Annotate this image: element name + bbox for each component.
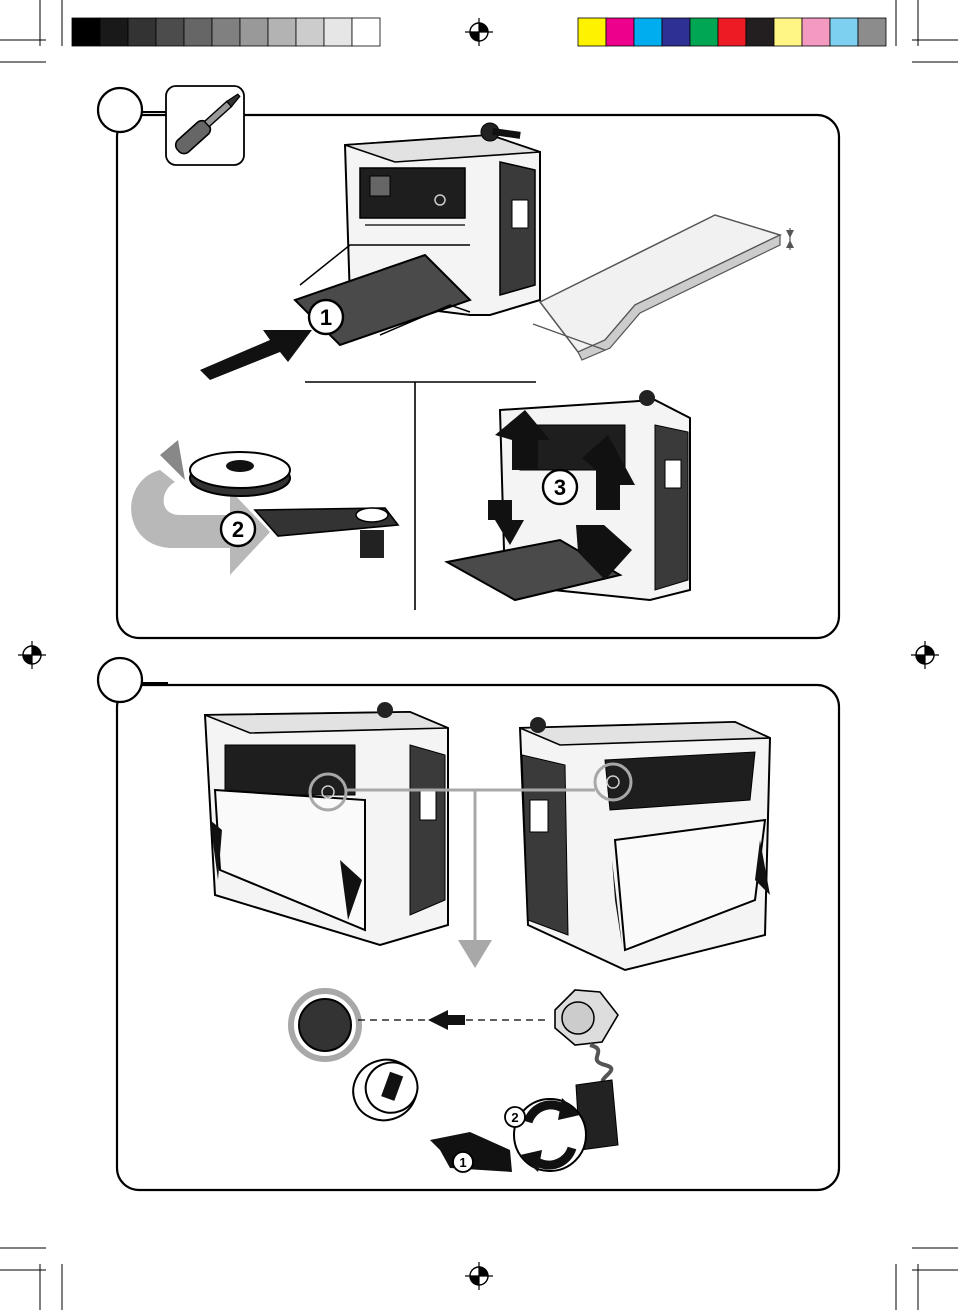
height-adjust-crank xyxy=(131,440,398,575)
step-2-label: 2 xyxy=(232,517,244,542)
process-color-bar xyxy=(578,18,886,46)
color-swatch xyxy=(830,18,858,46)
grayscale-color-bar xyxy=(72,18,380,46)
planer-back-view xyxy=(520,717,770,970)
color-swatch xyxy=(662,18,690,46)
screwdriver-icon xyxy=(166,86,244,165)
gray-swatch xyxy=(156,18,184,46)
color-swatch xyxy=(718,18,746,46)
color-swatch xyxy=(858,18,886,46)
registration-target-icon xyxy=(18,641,46,669)
gray-swatch xyxy=(128,18,156,46)
wood-board-illustration xyxy=(533,215,794,360)
feed-direction-arrow xyxy=(200,330,312,380)
figure-number-circle xyxy=(98,658,142,702)
color-swatch xyxy=(634,18,662,46)
registration-target-icon xyxy=(465,18,493,46)
color-swatch xyxy=(578,18,606,46)
panel-a: 1 2 xyxy=(98,86,839,638)
gray-swatch xyxy=(240,18,268,46)
color-swatch xyxy=(746,18,774,46)
removal-arrow xyxy=(428,1010,465,1030)
color-swatch xyxy=(802,18,830,46)
color-swatch xyxy=(774,18,802,46)
gray-swatch xyxy=(296,18,324,46)
gray-swatch xyxy=(268,18,296,46)
registration-target-icon xyxy=(465,1262,493,1290)
gray-swatch xyxy=(212,18,240,46)
panel-b: 2 1 xyxy=(98,658,839,1190)
gray-swatch xyxy=(184,18,212,46)
brush-cap-icon xyxy=(291,991,426,1129)
registration-target-icon xyxy=(911,641,939,669)
color-swatch xyxy=(606,18,634,46)
color-swatch xyxy=(690,18,718,46)
figure-number-circle xyxy=(98,88,142,132)
step-3-label: 3 xyxy=(554,475,566,500)
gray-swatch xyxy=(72,18,100,46)
step-1-label: 1 xyxy=(459,1155,466,1170)
gray-swatch xyxy=(352,18,380,46)
down-arrow xyxy=(458,940,492,968)
gray-swatch xyxy=(100,18,128,46)
step-2-label: 2 xyxy=(511,1110,518,1125)
gray-swatch xyxy=(324,18,352,46)
planer-front-view xyxy=(205,702,448,945)
step-1-label: 1 xyxy=(320,305,332,330)
rotate-icon xyxy=(514,1098,586,1172)
